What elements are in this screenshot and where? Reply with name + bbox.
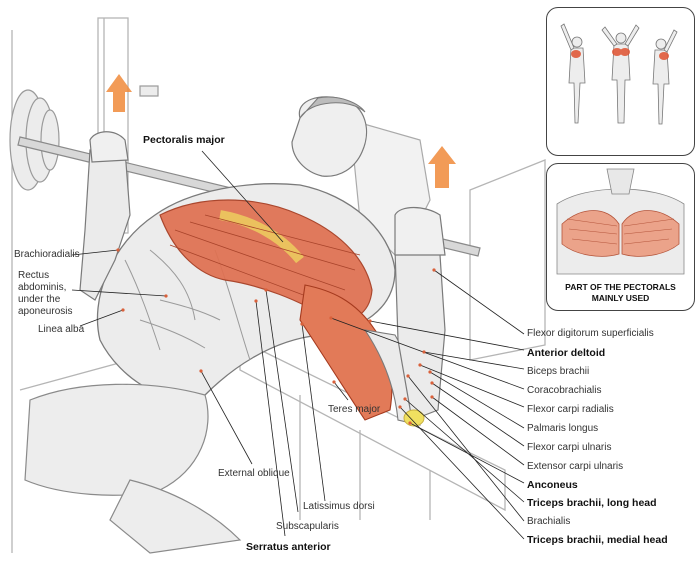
label-coracobrachialis: Coracobrachialis <box>527 385 602 396</box>
inset-chest-detail: PART OF THE PECTORALS MAINLY USED <box>546 163 695 311</box>
label-linea-alba: Linea alba <box>38 324 85 335</box>
label-external-oblique: External oblique <box>218 468 290 479</box>
caption-line2: MAINLY USED <box>591 293 650 303</box>
label-flexor-carpi-ulnaris: Flexor carpi ulnaris <box>527 442 612 453</box>
label-biceps-brachii: Biceps brachii <box>527 366 590 377</box>
arrow-up-icon <box>106 74 456 188</box>
label-teres-major: Teres major <box>328 404 381 415</box>
label-triceps-medial-head: Triceps brachii, medial head <box>527 534 668 546</box>
label-flexor-carpi-radialis: Flexor carpi radialis <box>527 404 614 415</box>
label-brachioradialis: Brachioradialis <box>14 249 80 260</box>
label-serratus-anterior: Serratus anterior <box>246 541 331 553</box>
chest-illustration <box>556 168 685 275</box>
label-pectoralis-major: Pectoralis major <box>143 134 225 146</box>
leader-lines <box>71 150 525 540</box>
label-triceps-long-head: Triceps brachii, long head <box>527 497 657 509</box>
label-rectus-line1: Rectus <box>18 270 50 281</box>
label-anconeus: Anconeus <box>527 479 578 491</box>
label-rectus-line4: aponeurosis <box>18 306 73 317</box>
label-anterior-deltoid: Anterior deltoid <box>527 347 606 359</box>
label-latissimus-dorsi: Latissimus dorsi <box>303 501 375 512</box>
label-subscapularis: Subscapularis <box>276 521 339 532</box>
label-rectus-line2: abdominis, <box>18 282 67 293</box>
label-rectus-line3: under the <box>18 294 61 305</box>
label-extensor-carpi-ulnaris: Extensor carpi ulnaris <box>527 461 624 472</box>
label-palmaris-longus: Palmaris longus <box>527 423 599 434</box>
inset-body-figures <box>546 7 695 156</box>
weight-plates <box>9 85 159 191</box>
legs <box>24 383 242 554</box>
label-flexor-digitorum: Flexor digitorum superficialis <box>527 328 654 339</box>
body-figures-illustration <box>560 23 678 125</box>
head <box>291 96 368 177</box>
left-arm <box>79 131 131 301</box>
caption-line1: PART OF THE PECTORALS <box>565 282 676 292</box>
marker-dots <box>116 248 436 425</box>
label-brachialis: Brachialis <box>527 516 571 527</box>
